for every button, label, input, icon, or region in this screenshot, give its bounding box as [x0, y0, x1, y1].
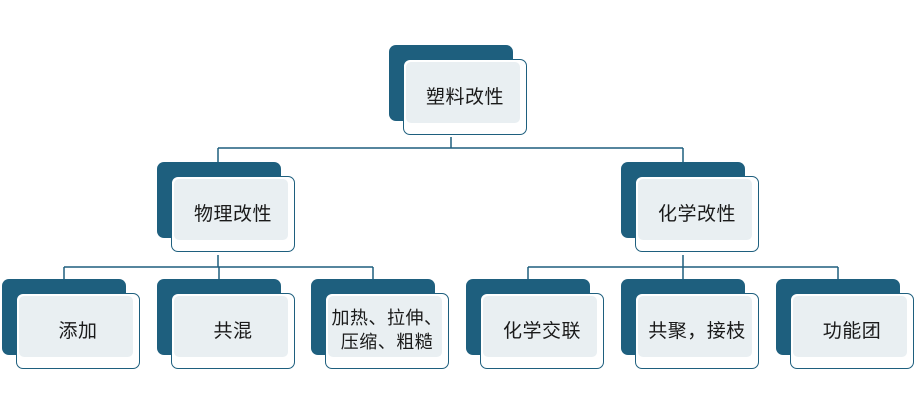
leaf-node-label: 添加 [58, 320, 98, 342]
branch-node-label: 物理改性 [193, 203, 272, 225]
leaf-node-label: 化学交联 [502, 320, 581, 342]
leaf-node-label: 共混 [213, 320, 253, 342]
root-node-label: 塑料改性 [425, 86, 504, 108]
leaf-node-label: 加热、拉伸、压缩、粗糙 [331, 308, 443, 353]
leaf-node-label: 功能团 [822, 320, 882, 342]
leaf-node-label: 共聚，接枝 [648, 320, 746, 342]
branch-node-label: 化学改性 [657, 203, 736, 225]
